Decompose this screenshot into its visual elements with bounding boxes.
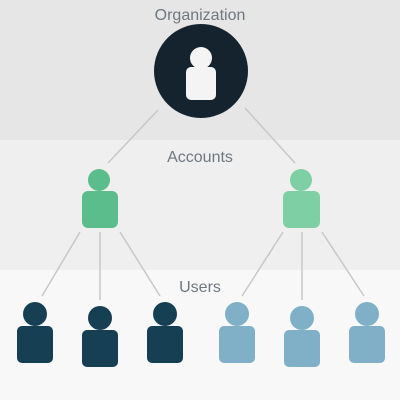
connector-org-to-account-right: [244, 107, 296, 164]
organization-label: Organization: [154, 7, 246, 24]
connector-lines: [41, 107, 365, 300]
account-node-left: [82, 169, 118, 228]
user-node-2: [82, 306, 118, 367]
connector-account-left-to-user-3: [119, 231, 161, 297]
user-node-5: [284, 306, 320, 367]
users-label: Users: [179, 279, 221, 296]
person-icon: [283, 169, 320, 228]
connector-account-left-to-user-1: [41, 231, 81, 297]
person-icon: [349, 302, 385, 363]
person-icon: [147, 302, 183, 363]
person-in-circle-icon: [186, 47, 216, 100]
users-band: [0, 270, 400, 400]
account-node-right: [283, 169, 320, 228]
connector-account-right-to-user-6: [321, 231, 365, 297]
person-icon: [219, 302, 255, 363]
user-node-3: [147, 302, 183, 363]
user-node-4: [219, 302, 255, 363]
person-icon: [284, 306, 320, 367]
user-node-6: [349, 302, 385, 363]
person-icon: [17, 302, 53, 363]
connector-account-right-to-user-4: [241, 231, 284, 297]
person-icon: [82, 306, 118, 367]
user-node-1: [17, 302, 53, 363]
person-icon: [82, 169, 118, 228]
accounts-label: Accounts: [167, 149, 233, 166]
organization-node: [154, 24, 248, 118]
connector-org-to-account-left: [107, 109, 159, 164]
